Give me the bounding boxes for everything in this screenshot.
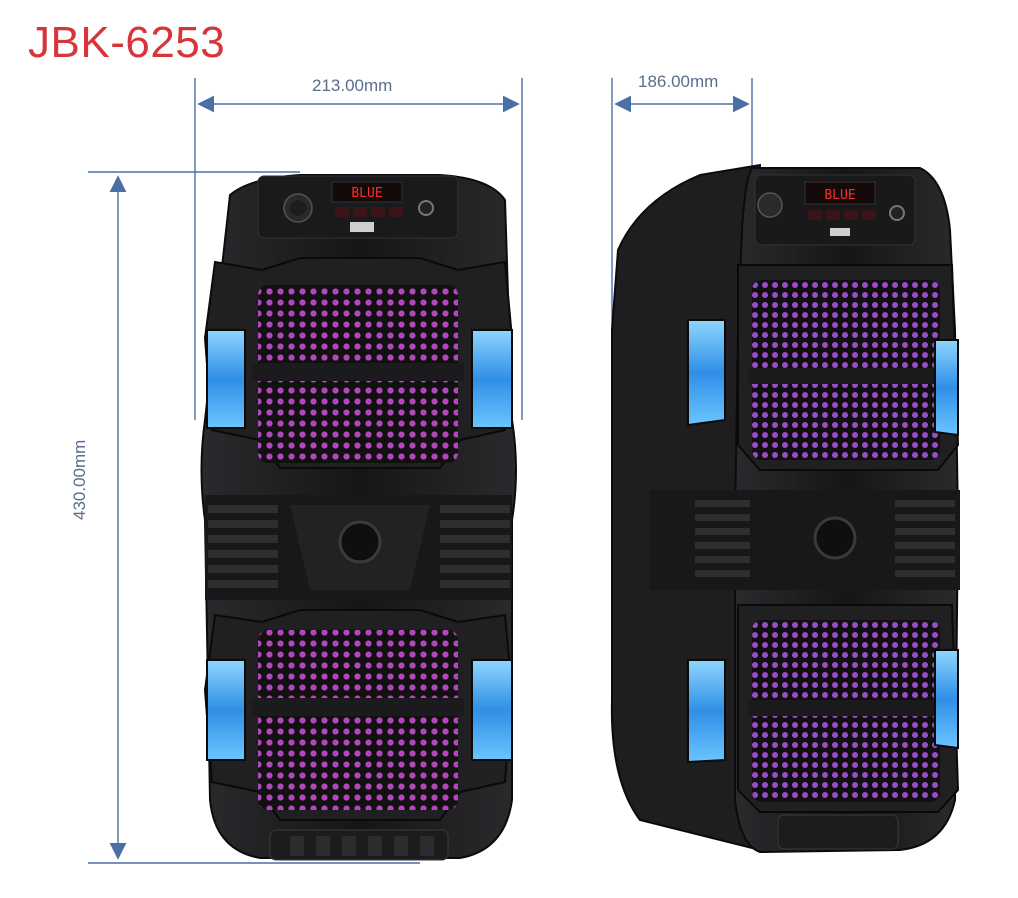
front-display-text: BLUE (351, 186, 382, 201)
side-width-label: 186.00mm (638, 72, 719, 91)
front-width-label: 213.00mm (312, 76, 393, 95)
angled-speaker: BLUE (610, 163, 960, 854)
side-display-text: BLUE (824, 188, 855, 203)
front-speaker: BLUE (200, 174, 517, 861)
model-title: JBK-6253 (28, 18, 226, 67)
